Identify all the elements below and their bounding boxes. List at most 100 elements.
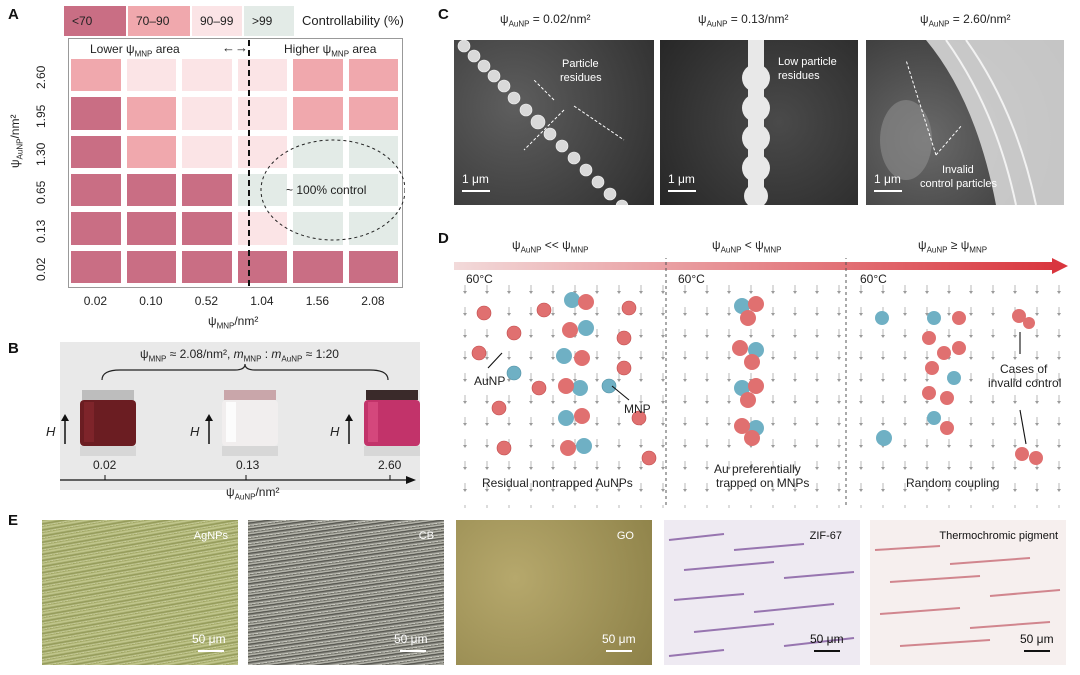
e-name-4: ZIF-67 xyxy=(809,530,842,542)
e-scale-5: 50 μm xyxy=(1020,632,1054,646)
panel-a-label: A xyxy=(8,6,19,23)
x-tick-label: 1.56 xyxy=(305,294,330,308)
e-name-5: Thermochromic pigment xyxy=(939,530,1058,542)
brace xyxy=(101,363,389,381)
y-tick-label: 2.60 xyxy=(34,65,48,90)
e-scale-4: 50 μm xyxy=(810,632,844,646)
c-ann2-line2: residues xyxy=(778,70,820,82)
heatmap-cell xyxy=(182,97,232,130)
x-tick-label: 0.02 xyxy=(83,294,108,308)
c-ann3-line1: Invalid xyxy=(942,164,974,176)
panel-d-label: D xyxy=(438,230,449,247)
y-tick-label: 0.13 xyxy=(34,219,48,243)
heatmap-cell xyxy=(293,59,343,92)
d-caption-2a: Au preferentially xyxy=(714,462,801,476)
c-title-1: ψAuNP = 0.02/nm² xyxy=(500,12,591,29)
c-ann2-line1: Low particle xyxy=(778,56,837,68)
h-arrow-2-icon xyxy=(205,414,213,444)
heatmap-cell xyxy=(71,59,121,92)
heatmap-cell xyxy=(126,212,176,245)
legend-item-90-99: 90–99 xyxy=(192,6,242,36)
micrograph-agnps: AgNPs 50 μm xyxy=(42,520,238,665)
heatmap-cell xyxy=(71,135,121,168)
d-caption-2b: trapped on MNPs xyxy=(716,476,810,490)
higher-area-label: Higher ψMNP area xyxy=(284,42,377,59)
x-tick-label: 1.04 xyxy=(250,294,274,308)
x-tick-label: 0.10 xyxy=(139,294,163,308)
heatmap-cell xyxy=(348,250,398,283)
e-name-1: AgNPs xyxy=(193,530,228,542)
y-tick-label: 0.02 xyxy=(34,257,48,281)
c-scale-2: 1 μm xyxy=(668,172,695,186)
c-ann3-line2: control particles xyxy=(920,178,998,190)
micrograph-thermochromic: Thermochromic pigment 50 μm xyxy=(870,520,1066,665)
heatmap-cell xyxy=(348,135,398,168)
d-diagram xyxy=(454,258,1068,508)
c-title-2: ψAuNP = 0.13/nm² xyxy=(698,12,789,29)
d-temp-1: 60°C xyxy=(466,272,493,286)
panel-e-label: E xyxy=(8,512,19,529)
heatmap-cell xyxy=(182,174,232,207)
heatmap xyxy=(68,38,401,286)
heatmap-cell xyxy=(126,97,176,130)
lower-area-label: Lower ψMNP area xyxy=(90,42,180,59)
x-tick-label: 0.52 xyxy=(194,294,219,308)
e-name-3: GO xyxy=(616,530,634,542)
d-mnp-label: MNP xyxy=(624,402,651,416)
vial-value-1: 0.02 xyxy=(93,458,117,472)
c-scalebar-2 xyxy=(668,190,696,192)
e-scalebar-2 xyxy=(400,650,426,652)
heatmap-cell xyxy=(182,59,232,92)
heatmap-cell xyxy=(293,212,343,245)
e-scale-3: 50 μm xyxy=(602,632,636,646)
micrograph-cb: CB 50 μm xyxy=(248,520,444,665)
heatmap-cell xyxy=(126,250,176,283)
c-scale-1: 1 μm xyxy=(462,172,489,186)
control-ellipse xyxy=(260,139,405,241)
b-axis xyxy=(60,475,416,484)
heatmap-cell xyxy=(237,135,287,168)
area-arrow: ←→ xyxy=(222,40,248,55)
micrograph-go: GO 50 μm xyxy=(456,520,652,665)
heatmap-cell xyxy=(182,250,232,283)
heatmap-cell xyxy=(293,135,343,168)
heatmap-cell xyxy=(126,135,176,168)
legend-title: Controllability (%) xyxy=(302,13,404,28)
vial-1 xyxy=(80,390,136,456)
area-divider xyxy=(248,40,250,286)
c-title-3: ψAuNP = 2.60/nm² xyxy=(920,12,1011,29)
legend-item-lt70: <70 xyxy=(64,6,126,36)
panel-b-label: B xyxy=(8,340,19,357)
y-tick-label: 1.30 xyxy=(34,142,48,166)
heatmap-cell xyxy=(348,174,398,207)
d-temp-2: 60°C xyxy=(678,272,705,286)
d-caption-1: Residual nontrapped AuNPs xyxy=(482,476,633,490)
vial-2 xyxy=(222,390,278,456)
d-header-1: ψAuNP << ψMNP xyxy=(512,238,589,255)
x-tick-label: 2.08 xyxy=(361,294,385,308)
panel-b-header: ψMNP ≈ 2.08/nm², mMNP : mAuNP ≈ 1:20 xyxy=(140,347,339,364)
c-ann1-line1: Particle xyxy=(562,58,599,70)
heatmap-cell xyxy=(348,212,398,245)
heatmap-cell xyxy=(71,212,121,245)
sem-image-3: Invalid control particles 1 μm xyxy=(866,40,1064,205)
heatmap-cell xyxy=(237,59,287,92)
y-tick-label: 1.95 xyxy=(34,104,48,128)
heatmap-cell xyxy=(293,250,343,283)
y-tick-label: 0.65 xyxy=(34,180,48,205)
vial-3 xyxy=(364,390,420,456)
d-header-3: ψAuNP ≥ ψMNP xyxy=(918,238,988,255)
e-scalebar-3 xyxy=(606,650,632,652)
sem-image-2: Low particle residues 1 μm xyxy=(660,40,858,205)
d-temp-3: 60°C xyxy=(860,272,887,286)
heatmap-cell xyxy=(71,174,121,207)
c-ann1-line2: residues xyxy=(560,72,602,84)
d-aunp-label: AuNP xyxy=(474,374,506,388)
h-label-2: H xyxy=(190,424,200,439)
e-scale-1: 50 μm xyxy=(192,632,226,646)
micrograph-zif67: ZIF-67 50 μm xyxy=(664,520,860,665)
e-scalebar-1 xyxy=(198,650,224,652)
heatmap-frame xyxy=(68,38,403,288)
heatmap-cell xyxy=(348,97,398,130)
heatmap-cell xyxy=(182,212,232,245)
